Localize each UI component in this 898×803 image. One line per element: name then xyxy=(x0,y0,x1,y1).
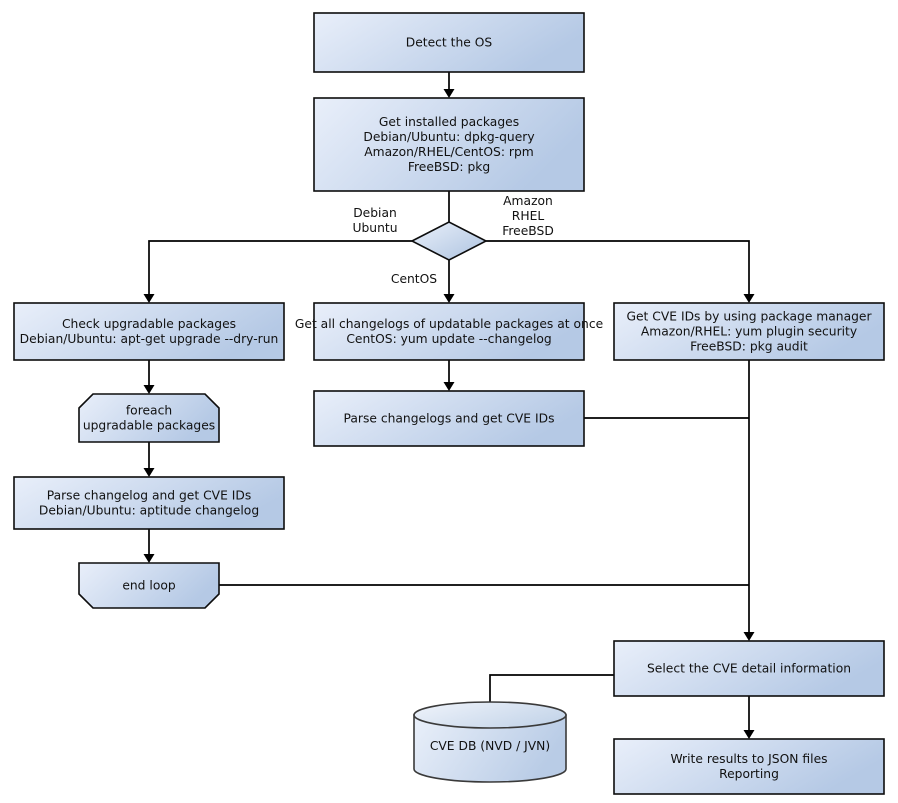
edge-detect-os-to-get-packages-arrowhead xyxy=(443,89,455,98)
node-detect-the-os[interactable]: Detect the OS xyxy=(313,12,585,73)
edge-get-cve-ids-to-select-arrowhead xyxy=(743,632,755,641)
node-cve-database-top-ellipse xyxy=(413,701,567,729)
node-get-installed-packages-box xyxy=(313,97,585,192)
node-parse-changelog-get-cve-ids-box xyxy=(13,476,285,530)
edge-decision-to-check-upgradable xyxy=(148,240,412,297)
node-parse-changelogs-get-cve-ids-box xyxy=(313,390,585,447)
node-cve-database[interactable]: CVE DB (NVD / JVN) xyxy=(413,701,567,783)
edge-decision-to-get-cve-ids-arrowhead xyxy=(743,294,755,303)
node-select-cve-detail-information[interactable]: Select the CVE detail information xyxy=(613,640,885,697)
edge-cve-db-to-select xyxy=(489,674,614,708)
node-write-results-json-box xyxy=(613,738,885,795)
node-get-all-changelogs[interactable]: Get all changelogs of updatable packages… xyxy=(295,302,603,361)
node-end-loop-label: end loop xyxy=(122,578,176,592)
node-parse-changelogs-get-cve-ids-label: Parse changelogs and get CVE IDs xyxy=(344,411,555,425)
edge-parse-changelog-to-end-loop-arrowhead xyxy=(143,554,155,563)
edge-decision-to-check-upgradable-arrowhead xyxy=(143,294,155,303)
connector-layer xyxy=(143,72,755,739)
node-get-all-changelogs-box xyxy=(313,302,585,361)
node-check-upgradable-packages-box xyxy=(13,302,285,361)
node-get-cve-ids-package-manager-box xyxy=(613,302,885,361)
node-cve-database-body xyxy=(413,714,567,783)
edge-label-centos: CentOS xyxy=(391,272,437,286)
node-end-loop[interactable]: end loop xyxy=(78,562,220,609)
node-os-decision[interactable] xyxy=(410,221,488,261)
node-get-all-changelogs-label: Get all changelogs of updatable packages… xyxy=(295,317,603,346)
node-cve-database-label: CVE DB (NVD / JVN) xyxy=(430,739,550,753)
node-parse-changelogs-get-cve-ids[interactable]: Parse changelogs and get CVE IDs xyxy=(313,390,585,447)
node-detect-the-os-box xyxy=(313,12,585,73)
edge-select-to-write-results-arrowhead xyxy=(743,730,755,739)
node-detect-the-os-label: Detect the OS xyxy=(406,35,493,49)
edge-decision-to-get-all-changelogs-arrowhead xyxy=(443,294,455,303)
edge-get-all-changelogs-to-parse-arrowhead xyxy=(443,382,455,391)
edge-decision-to-get-cve-ids xyxy=(486,240,750,297)
node-select-cve-detail-information-box xyxy=(613,640,885,697)
node-end-loop-shape xyxy=(78,562,220,609)
node-select-cve-detail-information-label: Select the CVE detail information xyxy=(647,661,851,675)
node-foreach-upgradable-packages-shape xyxy=(78,393,220,443)
edge-check-upgradable-to-foreach-arrowhead xyxy=(143,385,155,394)
node-os-decision-diamond xyxy=(410,221,488,261)
edge-foreach-to-parse-changelog-arrowhead xyxy=(143,468,155,477)
